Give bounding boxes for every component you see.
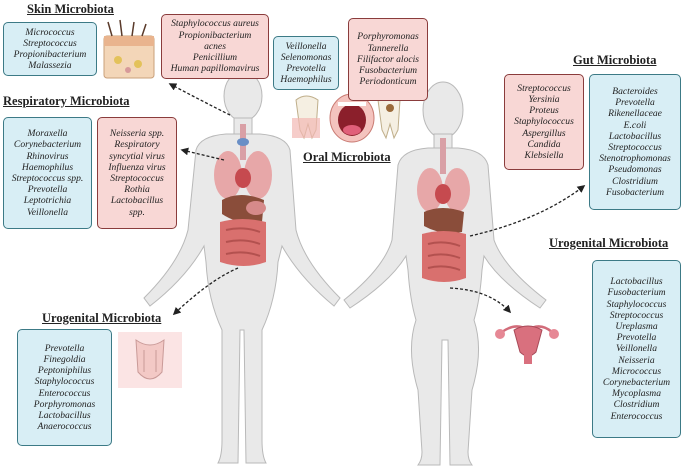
taxon-label: Aspergillus: [522, 127, 566, 139]
taxon-label: Enterococcus: [38, 387, 91, 399]
taxon-label: Prevotella: [616, 332, 657, 344]
taxon-label: Fusobacterium: [605, 186, 665, 198]
taxon-label: Staphylococcus aureus: [171, 18, 259, 30]
taxon-label: Corynebacterium: [13, 139, 82, 151]
oral-pathogen-list: Porphyromonas Tannerella Filifactor aloc…: [348, 18, 428, 101]
taxon-label: Propionibacterium: [13, 49, 87, 60]
taxon-label: Streptococcus: [23, 37, 77, 49]
taxon-label: Bacteroides: [612, 85, 658, 97]
taxon-label: Anaerococcus: [37, 421, 92, 433]
male-organs: [214, 124, 272, 266]
taxon-label: Streptococcus: [608, 142, 662, 153]
taxon-label: Peptoniphilus: [37, 365, 92, 377]
taxon-label: Influenza virus: [108, 161, 166, 173]
taxon-label: Neisseria spp.: [109, 128, 165, 140]
taxon-label: Streptococcus: [517, 82, 571, 94]
taxon-label: E.coli: [623, 119, 647, 131]
taxon-label: Neisseria: [618, 354, 655, 366]
oral-commensal-list: Veillonella Selenomonas Prevotella Haemo…: [273, 36, 339, 90]
taxon-label: Prevotella: [615, 97, 655, 109]
taxon-label: Staphylococcus: [34, 376, 95, 388]
taxon-label: Prevotella: [286, 63, 326, 74]
respiratory-commensal-list: Moraxella Corynebacterium Rhinovirus Hae…: [3, 117, 92, 229]
respiratory-microbiota-title: Respiratory Microbiota: [3, 94, 130, 108]
male-urogenital-illustration: [118, 332, 182, 388]
taxon-label: Streptococcus spp.: [11, 173, 84, 184]
taxon-label: spp.: [129, 206, 145, 218]
taxon-label: Micrococcus: [25, 26, 75, 38]
taxon-label: Porphyromonas: [33, 398, 96, 410]
taxon-label: Enterococcus: [610, 410, 663, 422]
taxon-label: Streptococcus: [110, 173, 164, 184]
female-organs: [417, 138, 470, 282]
taxon-label: Clostridium: [613, 399, 660, 411]
female-urogenital-microbiota-title: Urogenital Microbiota: [549, 236, 669, 250]
teeth-and-mouth-illustration: [292, 93, 401, 143]
taxon-label: Periodonticum: [359, 76, 417, 88]
connector-arrows: [168, 83, 586, 316]
taxon-label: Tannerella: [367, 42, 409, 54]
taxon-label: Leptotrichia: [23, 195, 72, 207]
taxon-label: Respiratory: [114, 139, 160, 151]
taxon-label: Penicillium: [192, 52, 238, 64]
taxon-label: Malassezia: [28, 60, 72, 72]
taxon-label: Veillonella: [26, 206, 69, 218]
skin-layers-illustration: [103, 19, 155, 79]
male-body-figure: [143, 70, 341, 464]
taxon-label: Klebsiella: [524, 150, 564, 161]
taxon-label: Rikenellaceae: [608, 108, 662, 120]
taxon-label: Corynebacterium: [602, 377, 671, 388]
taxon-label: Haemophilus: [21, 161, 74, 173]
taxon-label: Pseudomonas: [608, 164, 662, 176]
taxon-label: Stenotrophomonas: [599, 153, 671, 165]
male-urogenital-microbiota-title: Urogenital Microbiota: [42, 311, 162, 325]
taxon-label: Haemophilus: [280, 74, 332, 86]
gut-pathogen-list: Streptococcus Yersinia Proteus Staphyloc…: [504, 74, 584, 170]
taxon-label: acnes: [204, 40, 226, 52]
taxon-label: Mycoplasma: [611, 388, 662, 400]
taxon-label: Fusobacterium: [607, 287, 666, 299]
taxon-label: Ureplasma: [615, 320, 658, 332]
skin-pathogen-list: Staphylococcus aureus Propionibacterium …: [161, 14, 269, 79]
taxon-label: Streptococcus: [609, 309, 664, 321]
taxon-label: Clostridium: [612, 175, 658, 187]
taxon-label: Staphylococcus: [514, 116, 574, 128]
taxon-label: Selenomonas: [280, 51, 332, 63]
taxon-label: Lactobacillus: [110, 195, 164, 207]
taxon-label: Finegoldia: [43, 353, 86, 365]
skin-commensal-list: Micrococcus Streptococcus Propionibacter…: [3, 22, 97, 76]
taxon-label: Lactobacillus: [608, 130, 662, 142]
taxon-label: Moraxella: [27, 128, 68, 140]
taxon-label: Rhinovirus: [26, 150, 69, 162]
taxon-label: Lactobacillus: [610, 276, 663, 288]
taxon-label: Fusobacterium: [358, 65, 418, 77]
taxon-label: Micrococcus: [611, 365, 662, 377]
taxon-label: Prevotella: [44, 342, 85, 354]
female-urogenital-list: Lactobacillus Fusobacterium Staphylococc…: [592, 260, 681, 438]
taxon-label: Veillonella: [285, 40, 327, 52]
taxon-label: Lactobacillus: [38, 409, 91, 421]
taxon-label: Proteus: [529, 105, 559, 117]
taxon-label: Propionibacterium: [178, 29, 252, 41]
skin-microbiota-title: Skin Microbiota: [27, 2, 114, 16]
respiratory-pathogen-list: Neisseria spp. Respiratory syncytial vir…: [97, 117, 177, 229]
taxon-label: Rothia: [124, 184, 150, 196]
taxon-label: Human papillomavirus: [170, 63, 260, 75]
taxon-label: Porphyromonas: [357, 31, 419, 43]
gut-microbiota-title: Gut Microbiota: [573, 53, 657, 67]
uterus-illustration: [495, 325, 559, 364]
male-urogenital-list: Prevotella Finegoldia Peptoniphilus Stap…: [17, 329, 112, 446]
taxon-label: syncytial virus: [109, 150, 165, 162]
taxon-label: Filifactor alocis: [356, 53, 420, 65]
taxon-label: Staphylococcus: [606, 298, 667, 310]
taxon-label: Yersinia: [528, 93, 560, 105]
taxon-label: Candida: [527, 138, 561, 150]
oral-microbiota-title: Oral Microbiota: [303, 150, 391, 164]
taxon-label: Prevotella: [27, 184, 68, 196]
taxon-label: Veillonella: [615, 343, 658, 355]
gut-commensal-list: Bacteroides Prevotella Rikenellaceae E.c…: [589, 74, 681, 210]
